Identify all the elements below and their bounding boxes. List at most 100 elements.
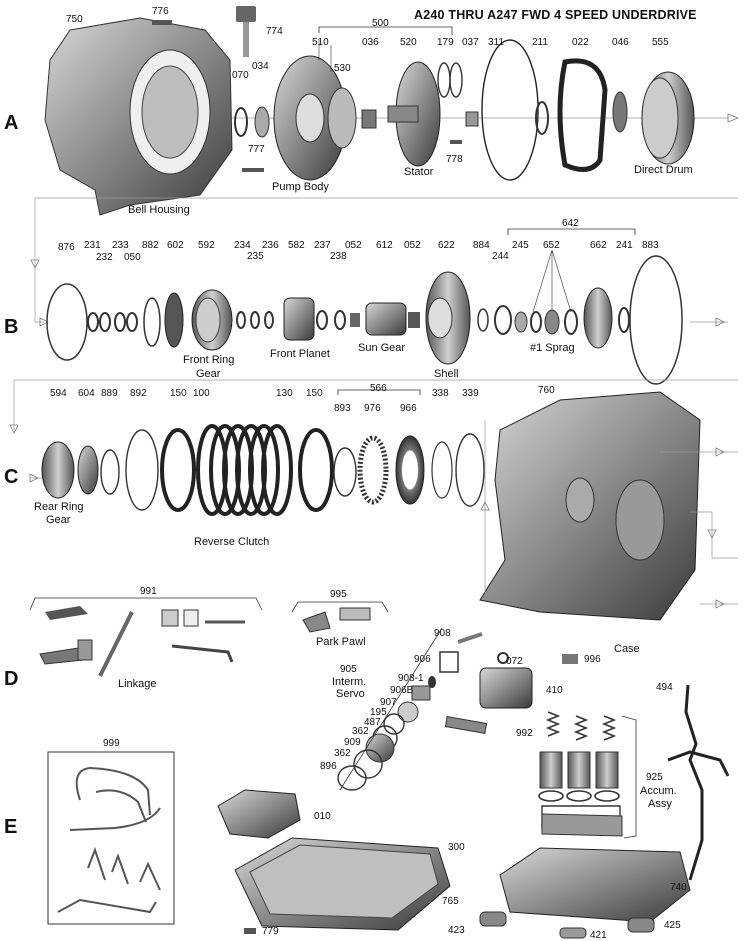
part-555: 555 [652, 37, 669, 48]
part-906: 906 [414, 654, 431, 665]
part-241: 241 [616, 240, 633, 251]
caption-sun-gear: Sun Gear [358, 342, 406, 354]
caption-rear-ring: Rear Ring [34, 501, 84, 513]
part-520: 520 [400, 37, 417, 48]
part-245: 245 [512, 240, 529, 251]
part-907: 907 [380, 697, 397, 708]
caption-reverse-clutch: Reverse Clutch [194, 536, 270, 548]
part-876: 876 [58, 242, 75, 253]
part-612: 612 [376, 240, 393, 251]
part-195: 195 [370, 707, 387, 718]
part-906b: 906B [390, 685, 414, 696]
part-778: 778 [446, 154, 463, 165]
part-231: 231 [84, 240, 101, 251]
part-339: 339 [462, 388, 479, 399]
part-592: 592 [198, 240, 215, 251]
part-908: 908 [434, 628, 451, 639]
caption-assy: Assy [648, 798, 672, 810]
row-letter-d: D [4, 668, 19, 690]
part-777: 777 [248, 144, 265, 155]
caption-rear-ring-gear: Gear [46, 514, 71, 526]
part-893: 893 [334, 403, 351, 414]
part-740: 740 [670, 882, 687, 893]
part-130: 130 [276, 388, 293, 399]
caption-front-planet: Front Planet [270, 348, 330, 360]
part-602: 602 [167, 240, 184, 251]
part-052: 052 [345, 240, 362, 251]
part-237: 237 [314, 240, 331, 251]
caption-sprag: #1 Sprag [530, 342, 575, 354]
part-244: 244 [492, 251, 509, 262]
part-150-b: 150 [306, 388, 323, 399]
caption-direct-drum: Direct Drum [634, 164, 693, 176]
part-883: 883 [642, 240, 659, 251]
part-052-b: 052 [404, 240, 421, 251]
caption-park-pawl: Park Pawl [316, 636, 366, 648]
part-604: 604 [78, 388, 95, 399]
part-750: 750 [66, 14, 83, 25]
part-233: 233 [112, 240, 129, 251]
row-d-parts [29, 597, 578, 791]
part-779: 779 [262, 926, 279, 937]
part-046: 046 [612, 37, 629, 48]
part-423: 423 [448, 925, 465, 936]
part-050: 050 [124, 252, 141, 263]
part-991: 991 [140, 586, 157, 597]
part-235: 235 [247, 251, 264, 262]
part-425: 425 [664, 920, 681, 931]
row-letter-b: B [4, 316, 19, 338]
part-908-1: 908-1 [398, 673, 424, 684]
part-022: 022 [572, 37, 589, 48]
part-410: 410 [546, 685, 563, 696]
part-362: 362 [352, 726, 369, 737]
part-582: 582 [288, 240, 305, 251]
caption-bell-housing: Bell Housing [128, 204, 190, 216]
part-311: 311 [488, 37, 504, 48]
part-896: 896 [320, 761, 337, 772]
part-530: 530 [334, 63, 351, 74]
part-909: 909 [344, 737, 361, 748]
part-999: 999 [103, 738, 120, 749]
row-b-parts [30, 197, 738, 385]
part-996: 996 [584, 654, 601, 665]
part-889: 889 [101, 388, 118, 399]
part-300: 300 [448, 842, 465, 853]
part-034: 034 [252, 61, 269, 72]
part-995: 995 [330, 589, 347, 600]
part-765: 765 [442, 896, 459, 907]
part-642: 642 [562, 218, 579, 229]
part-421: 421 [590, 930, 607, 941]
part-884: 884 [473, 240, 490, 251]
part-566: 566 [370, 383, 387, 394]
caption-accum: Accum. [640, 785, 677, 797]
part-594: 594 [50, 388, 67, 399]
part-072: 072 [506, 656, 523, 667]
part-966: 966 [400, 403, 417, 414]
caption-linkage: Linkage [118, 678, 157, 690]
part-362-b: 362 [334, 748, 351, 759]
part-232: 232 [96, 252, 113, 263]
part-070: 070 [232, 70, 249, 81]
caption-servo: Servo [336, 688, 365, 700]
row-letter-c: C [4, 466, 19, 488]
part-662: 662 [590, 240, 607, 251]
part-992: 992 [516, 728, 533, 739]
row-letter-a: A [4, 112, 19, 134]
part-882: 882 [142, 240, 159, 251]
caption-shell: Shell [434, 368, 459, 380]
caption-case: Case [614, 643, 640, 655]
diagram-title: A240 THRU A247 FWD 4 SPEED UNDERDRIVE [414, 8, 697, 22]
part-652: 652 [543, 240, 560, 251]
part-037: 037 [462, 37, 479, 48]
row-e-parts [47, 684, 730, 939]
caption-front-ring-gear: Gear [196, 368, 221, 380]
part-976: 976 [364, 403, 381, 414]
row-a-parts [44, 6, 740, 216]
part-010: 010 [314, 811, 331, 822]
part-234: 234 [234, 240, 251, 251]
part-036: 036 [362, 37, 379, 48]
part-100: 100 [193, 388, 210, 399]
part-179: 179 [437, 37, 454, 48]
caption-front-ring: Front Ring [183, 354, 235, 366]
